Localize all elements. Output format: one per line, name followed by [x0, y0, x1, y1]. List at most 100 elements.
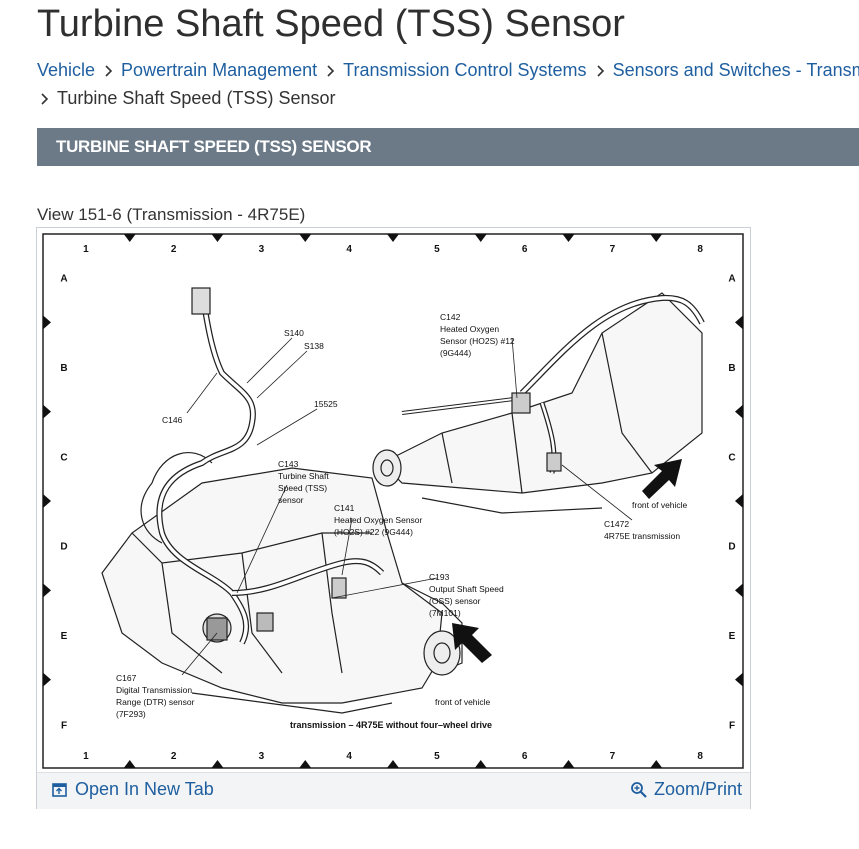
page-title: Turbine Shaft Speed (TSS) Sensor — [37, 3, 625, 45]
transmission-right-drawing — [372, 292, 705, 514]
grid-row-label-right: A — [728, 274, 735, 285]
grid-tick-bottom-icon — [562, 760, 575, 768]
grid-tick-right-icon — [735, 672, 743, 687]
section-heading: TURBINE SHAFT SPEED (TSS) SENSOR — [56, 137, 372, 156]
grid-col-label-bottom: 7 — [610, 751, 616, 762]
callout-front-of-vehicle-right: front of vehicle — [632, 500, 688, 510]
grid-tick-bottom-icon — [299, 760, 312, 768]
grid-row-label-left: D — [60, 542, 67, 553]
callout-c167: C167 — [116, 673, 137, 683]
grid-tick-bottom-icon — [650, 760, 663, 768]
grid-col-label-top: 7 — [610, 244, 616, 255]
grid-tick-left-icon — [43, 672, 51, 687]
svg-text:Turbine Shaft: Turbine Shaft — [278, 471, 329, 481]
grid-row-label-left: B — [60, 363, 67, 374]
grid-tick-right-icon — [735, 404, 743, 419]
grid-col-label-bottom: 6 — [522, 751, 528, 762]
grid-row-label-right: D — [728, 542, 735, 553]
grid-tick-bottom-icon — [387, 760, 399, 768]
open-in-new-tab-button[interactable]: Open In New Tab — [51, 779, 214, 800]
zoom-print-label: Zoom/Print — [653, 779, 742, 799]
svg-text:Speed (TSS): Speed (TSS) — [278, 483, 327, 493]
breadcrumb-sensors-and-switches[interactable]: Sensors and Switches - Transmis — [612, 60, 859, 80]
grid-col-label-bottom: 4 — [346, 751, 352, 762]
grid-row-label-left: F — [61, 720, 67, 731]
grid-col-label-bottom: 8 — [697, 751, 703, 762]
chevron-right-icon — [101, 64, 117, 78]
chevron-right-icon — [323, 64, 339, 78]
grid-col-label-top: 4 — [346, 244, 352, 255]
callout-leaders — [181, 337, 633, 676]
grid-col-label-bottom: 3 — [259, 751, 265, 762]
breadcrumb: Vehicle Powertrain Management Transmission… — [37, 57, 859, 113]
grid-col-label-bottom: 2 — [171, 751, 177, 762]
callout-c143: C143 — [278, 459, 299, 469]
grid-col-label-top: 1 — [83, 244, 89, 255]
callout-s138: S138 — [304, 341, 324, 351]
svg-text:(7F293): (7F293) — [116, 709, 146, 719]
grid-row-label-left: A — [60, 274, 67, 285]
grid-tick-top-icon — [299, 234, 312, 242]
callout-front-of-vehicle-left: front of vehicle — [435, 697, 491, 707]
grid-col-label-top: 3 — [259, 244, 265, 255]
grid-tick-top-icon — [474, 234, 487, 242]
zoom-icon — [631, 781, 647, 798]
grid-row-label-right: B — [728, 363, 735, 374]
grid-tick-bottom-icon — [211, 760, 224, 768]
svg-text:Digital Transmission: Digital Transmission — [116, 685, 192, 695]
callout-c142: C142 — [440, 312, 461, 322]
svg-text:Output Shaft Speed: Output Shaft Speed — [429, 584, 504, 594]
open-new-tab-icon — [52, 782, 67, 797]
svg-text:Sensor (HO2S) #12: Sensor (HO2S) #12 — [440, 336, 515, 346]
view-title: View 151-6 (Transmission - 4R75E) — [37, 205, 306, 224]
grid-tick-top-icon — [387, 234, 399, 242]
grid-tick-left-icon — [43, 404, 51, 419]
svg-text:(OSS) sensor: (OSS) sensor — [429, 596, 481, 606]
grid-col-label-top: 6 — [522, 244, 528, 255]
grid-col-label-bottom: 1 — [83, 751, 89, 762]
svg-text:sensor: sensor — [278, 495, 304, 505]
breadcrumb-transmission-control-systems[interactable]: Transmission Control Systems — [343, 60, 587, 80]
breadcrumb-vehicle[interactable]: Vehicle — [37, 60, 96, 80]
grid-tick-right-icon — [735, 583, 743, 598]
chevron-right-icon — [37, 92, 53, 106]
grid-tick-right-icon — [735, 315, 743, 330]
grid-col-label-top: 2 — [171, 244, 177, 255]
callout-15525: 15525 — [314, 399, 338, 409]
svg-text:(9G444): (9G444) — [440, 348, 471, 358]
callout-s140: S140 — [284, 328, 304, 338]
grid-tick-left-icon — [43, 315, 51, 330]
front-of-vehicle-arrow-icon — [452, 459, 682, 663]
zoom-print-button[interactable]: Zoom/Print — [630, 779, 742, 800]
grid-row-label-left: C — [60, 452, 67, 463]
grid-tick-left-icon — [43, 583, 51, 598]
grid-tick-top-icon — [562, 234, 575, 242]
section-heading-bar: TURBINE SHAFT SPEED (TSS) SENSOR — [37, 128, 859, 166]
grid-tick-top-icon — [123, 234, 136, 242]
callout-labels: S140 S138 C146 15525 C143 Turbine Shaft … — [116, 312, 688, 730]
figure-toolbar: Open In New Tab Zoom/Print — [37, 772, 750, 809]
grid-row-label-left: E — [61, 631, 68, 642]
grid-tick-bottom-icon — [474, 760, 487, 768]
svg-text:4R75E transmission: 4R75E transmission — [604, 531, 680, 541]
grid-col-label-top: 5 — [434, 244, 440, 255]
callout-c1472: C1472 — [604, 519, 629, 529]
grid-row-label-right: C — [728, 452, 735, 463]
callout-c193: C193 — [429, 572, 450, 582]
breadcrumb-current: Turbine Shaft Speed (TSS) Sensor — [57, 88, 336, 108]
grid-row-label-right: F — [729, 720, 735, 731]
svg-text:Heated Oxygen Sensor: Heated Oxygen Sensor — [334, 515, 423, 525]
breadcrumb-powertrain-management[interactable]: Powertrain Management — [121, 60, 318, 80]
callout-c146: C146 — [162, 415, 183, 425]
callout-c141: C141 — [334, 503, 355, 513]
svg-text:(7M101): (7M101) — [429, 608, 461, 618]
grid-tick-left-icon — [43, 494, 51, 508]
grid-col-label-bottom: 5 — [434, 751, 440, 762]
open-in-new-tab-label: Open In New Tab — [75, 779, 214, 799]
svg-text:Heated Oxygen: Heated Oxygen — [440, 324, 499, 334]
transmission-left-drawing — [101, 287, 463, 714]
chevron-right-icon — [593, 64, 609, 78]
